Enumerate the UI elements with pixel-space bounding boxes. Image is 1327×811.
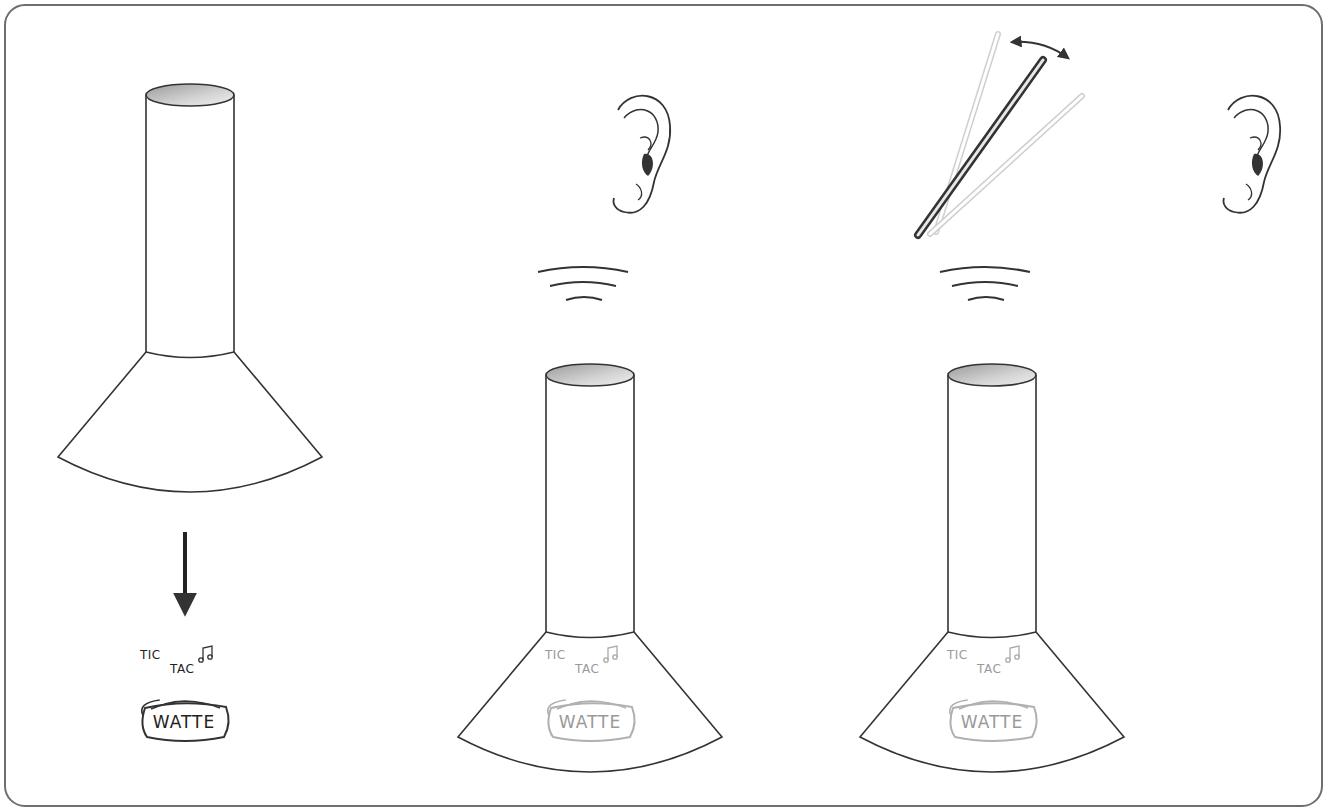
music-note — [604, 646, 617, 662]
ear — [1223, 96, 1280, 213]
frame — [5, 5, 1322, 806]
swinging-rod — [918, 34, 1082, 235]
cotton-wrapped-watch: WATTE — [943, 693, 1042, 743]
sound-waves — [940, 267, 1030, 300]
ear — [613, 96, 670, 213]
down-arrow — [183, 532, 187, 612]
music-note — [1006, 646, 1019, 662]
sound-text: TAC — [575, 662, 599, 676]
sound-text: TAC — [977, 662, 1001, 676]
sound-text: TIC — [545, 648, 566, 662]
cotton-wrapped-watch: WATTE — [541, 693, 640, 743]
music-note — [199, 646, 212, 662]
sound-text: TIC — [947, 648, 968, 662]
glass-bell — [860, 364, 1124, 772]
glass-bell — [58, 84, 322, 492]
sound-text: TAC — [170, 662, 194, 676]
node-text: WATTE — [559, 712, 621, 732]
node-text: WATTE — [153, 712, 215, 732]
node-text: WATTE — [961, 712, 1023, 732]
sound-waves — [538, 267, 628, 300]
sound-text: TIC — [140, 648, 161, 662]
cotton-wrapped-watch: WATTE — [135, 693, 234, 743]
glass-bell — [458, 364, 722, 772]
